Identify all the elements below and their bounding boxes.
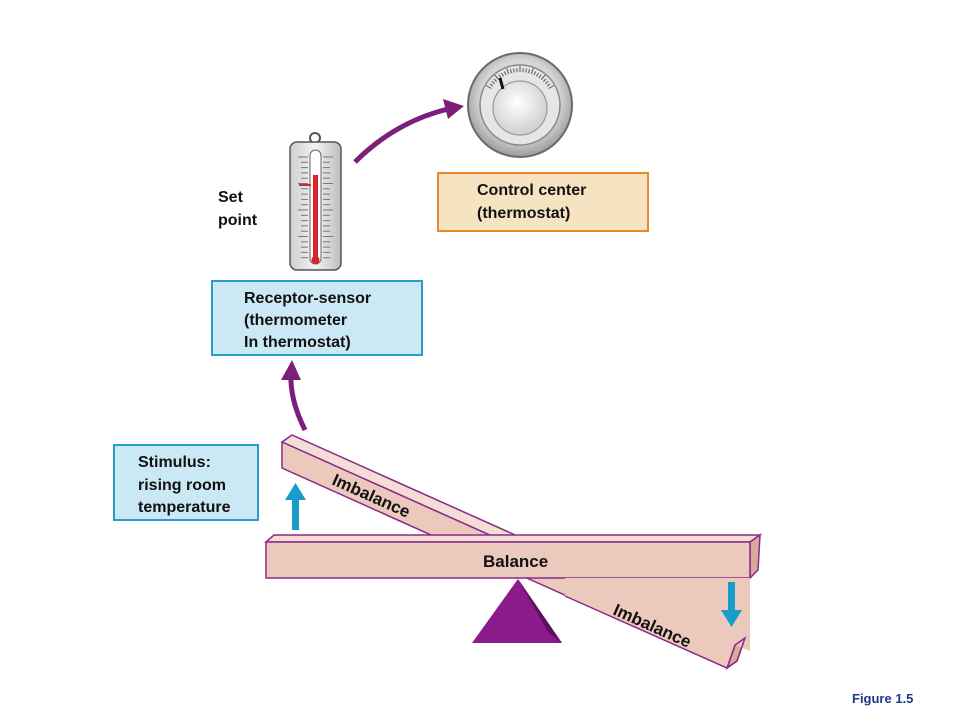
stimulus-label-line3: temperature bbox=[138, 499, 231, 516]
dial-tick bbox=[533, 71, 537, 76]
dial-tick bbox=[542, 78, 547, 83]
balance-bar: Balance bbox=[264, 533, 763, 580]
receptor-label-line3: In thermostat) bbox=[244, 334, 351, 351]
imbalance-bar-front: Imbalance bbox=[564, 578, 750, 670]
arrow-stimulus-to-receptor bbox=[281, 360, 308, 432]
fulcrum-triangle bbox=[472, 579, 562, 643]
arrow-up-rising-icon bbox=[285, 483, 306, 530]
receptor-label-line1: Receptor-sensor bbox=[244, 290, 371, 307]
stimulus-label-line1: Stimulus: bbox=[138, 454, 211, 471]
dial-tick bbox=[485, 85, 492, 89]
dial-tick bbox=[498, 74, 502, 79]
dial-tick bbox=[506, 68, 510, 75]
figure-caption: Figure 1.5 bbox=[852, 691, 913, 706]
dial-tick bbox=[538, 74, 542, 79]
dial-tick bbox=[491, 80, 496, 85]
arrow-down-icon bbox=[721, 582, 742, 627]
receptor-sensor-box: Receptor-sensor (thermometer In thermost… bbox=[211, 280, 423, 356]
control-center-label-line2: (thermostat) bbox=[477, 205, 570, 222]
control-center-label-line1: Control center bbox=[477, 182, 586, 199]
dial-tick bbox=[513, 68, 515, 73]
dial-tick bbox=[548, 85, 555, 89]
set-point-label-line2: point bbox=[218, 212, 258, 229]
dial-tick bbox=[544, 80, 549, 85]
stimulus-label-line2: rising room bbox=[138, 477, 226, 494]
dial-tick bbox=[509, 69, 512, 74]
stimulus-box: Stimulus: rising room temperature bbox=[113, 444, 259, 521]
thermometer-icon bbox=[289, 132, 342, 271]
balance-label: Balance bbox=[483, 552, 548, 571]
set-point-label-line1: Set bbox=[218, 189, 244, 206]
receptor-label-line2: (thermometer bbox=[244, 312, 347, 329]
dial-tick bbox=[540, 74, 546, 81]
dial-tick bbox=[546, 83, 551, 87]
dial-tick bbox=[528, 69, 531, 74]
control-center-box: Control center (thermostat) bbox=[437, 172, 649, 232]
dial-tick bbox=[503, 71, 507, 76]
dial-tick bbox=[536, 72, 539, 77]
dial-tick bbox=[494, 74, 500, 81]
thermostat-dial-icon bbox=[467, 52, 573, 158]
arrow-receptor-to-control bbox=[353, 99, 464, 164]
dial-tick bbox=[501, 72, 504, 77]
dial-tick bbox=[489, 83, 494, 87]
dial-tick bbox=[493, 78, 498, 83]
dial-tick bbox=[525, 68, 527, 73]
dial-tick bbox=[530, 68, 534, 75]
